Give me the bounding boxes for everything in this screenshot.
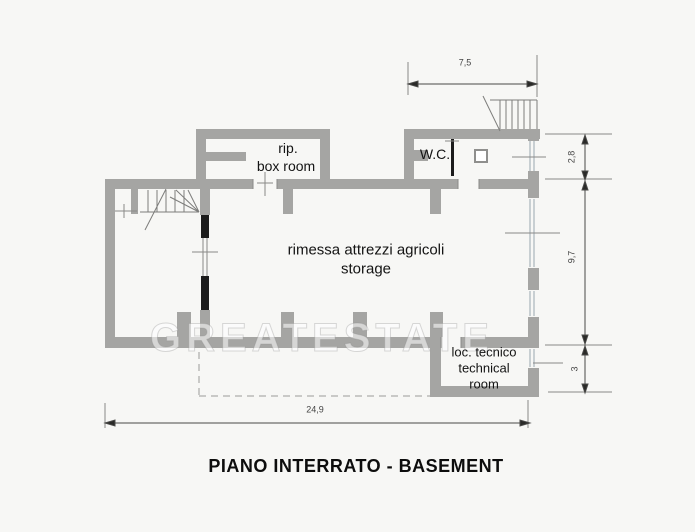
bottom-wall-left [105, 337, 441, 348]
technical-room-right-wall [528, 368, 539, 386]
wc-stub-wall [414, 150, 428, 161]
dimension-top: 7,5 [458, 57, 472, 68]
closet-stub-wall [131, 189, 138, 214]
box-room-right-wall [320, 139, 330, 179]
divider-door-jamb-bottom [201, 276, 209, 310]
dimension-right-upper: 2,8 [566, 150, 577, 164]
dimension-right-lower: 3 [569, 366, 580, 372]
wc-partition-wall [451, 139, 454, 176]
pilaster-top-1 [283, 189, 293, 214]
dimension-bottom: 24,9 [306, 404, 324, 415]
wc-wing-right-wall-lower [528, 171, 539, 179]
technical-room-label-en1: technical [458, 360, 510, 376]
pilaster-bottom-2 [281, 312, 294, 337]
main-top-wall-left [105, 179, 253, 189]
pilaster-bottom-4 [430, 312, 443, 337]
pilaster-top-2 [430, 189, 441, 214]
right-wall-segment-3 [528, 317, 539, 337]
box-room-stub-wall [206, 152, 246, 161]
box-room-door-icon [252, 172, 278, 196]
shaft-symbol [474, 149, 488, 163]
box-room-top-wall [196, 129, 330, 139]
storage-label-en: storage [340, 260, 392, 278]
technical-room-left-wall [430, 348, 441, 397]
external-stairs-icon [482, 95, 538, 132]
divider-wall-bottom [200, 310, 210, 337]
box-room-label-abbr: rip. [278, 140, 298, 156]
wc-wing-top-wall [404, 129, 540, 139]
storage-label-it: rimessa attrezzi agricoli [287, 241, 445, 259]
plan-title: PIANO INTERRATO - BASEMENT [208, 456, 504, 476]
left-exterior-wall [105, 189, 115, 348]
box-room-left-wall [196, 139, 206, 179]
right-wall-segment-2 [528, 268, 539, 290]
technical-room-label-it: loc. tecnico [451, 344, 517, 360]
technical-room-bottom-wall [430, 386, 539, 397]
box-room-label-name: box room [256, 158, 316, 174]
bottom-wall-right [461, 337, 539, 348]
divider-door-jamb-top [201, 215, 209, 238]
watermark: GREATESTATE [150, 316, 494, 361]
wc-wing-left-wall [404, 139, 414, 179]
pilaster-bottom-3 [353, 312, 367, 337]
pilaster-bottom-1 [177, 312, 191, 337]
wc-label: W.C. [419, 146, 451, 162]
wc-wing-right-wall-upper [528, 139, 539, 141]
main-top-wall-middle [277, 179, 458, 189]
main-top-wall-right [479, 179, 539, 189]
dimension-right-middle: 9,7 [566, 250, 577, 264]
right-wall-segment-1 [528, 189, 539, 198]
divider-wall-top [200, 189, 210, 215]
divider-door-icon [192, 238, 218, 276]
technical-room-label-en2: room [469, 376, 499, 392]
internal-stairs-icon [140, 188, 200, 231]
